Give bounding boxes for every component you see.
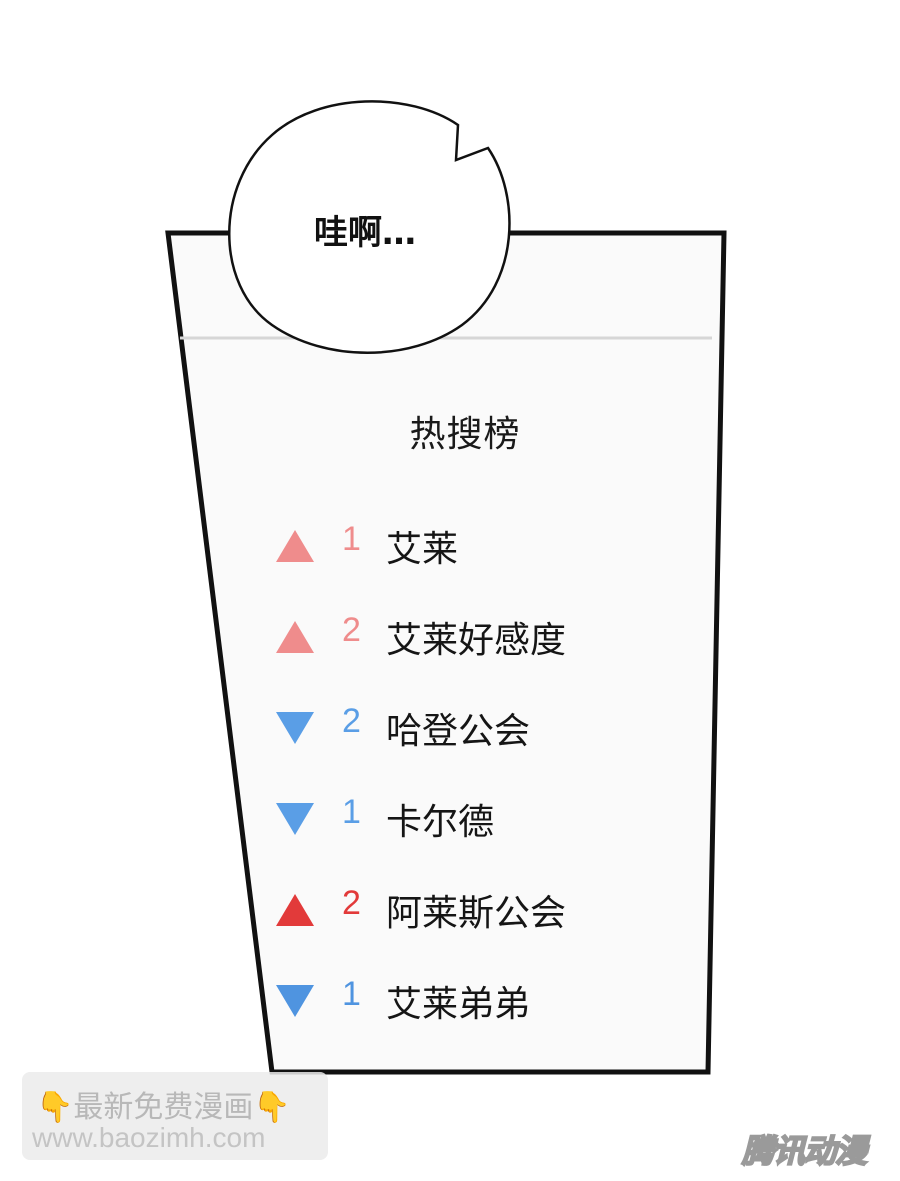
watermark-url: www.baozimh.com	[32, 1122, 266, 1153]
hot-search-title: 热搜榜	[409, 414, 521, 455]
pointing-down-hand-icon: 👇	[253, 1090, 291, 1125]
rank-change: 1	[342, 520, 361, 558]
search-term: 艾莱	[386, 529, 459, 570]
list-item[interactable]: 1 艾莱	[272, 520, 672, 611]
rank-change: 2	[342, 702, 361, 740]
rank-change: 1	[342, 975, 361, 1013]
trend-down-icon	[276, 803, 314, 835]
list-item[interactable]: 2 阿莱斯公会	[272, 884, 672, 975]
publisher-logo: 腾讯动漫	[741, 1131, 868, 1171]
search-term: 艾莱弟弟	[386, 984, 531, 1025]
rank-change: 2	[342, 884, 361, 922]
search-term: 阿莱斯公会	[386, 893, 567, 934]
rank-change: 2	[342, 611, 361, 649]
speech-bubble	[228, 100, 511, 354]
pointing-down-hand-icon: 👇	[36, 1090, 74, 1125]
watermark-text: 最新免费漫画	[73, 1090, 254, 1125]
trend-down-icon	[276, 985, 314, 1017]
trend-up-icon	[276, 530, 314, 562]
trend-up-icon	[276, 894, 314, 926]
list-item[interactable]: 1 艾莱弟弟	[272, 975, 672, 1066]
search-term: 哈登公会	[386, 711, 531, 752]
hot-search-list: 1 艾莱 2 艾莱好感度 2 哈登公会 1 卡尔德	[272, 520, 672, 1066]
trend-down-icon	[276, 712, 314, 744]
search-term: 卡尔德	[386, 802, 495, 843]
list-item[interactable]: 1 卡尔德	[272, 793, 672, 884]
bubble-text: 哇啊…	[314, 213, 416, 253]
watermark: 👇最新免费漫画👇 www.baozimh.com	[22, 1072, 328, 1160]
screen-frame	[165, 230, 727, 1075]
rank-change: 1	[342, 793, 361, 831]
watermark-line1: 👇最新免费漫画👇	[36, 1082, 291, 1126]
list-item[interactable]: 2 艾莱好感度	[272, 611, 672, 702]
trend-up-icon	[276, 621, 314, 653]
list-item[interactable]: 2 哈登公会	[272, 702, 672, 793]
search-term: 艾莱好感度	[386, 620, 567, 661]
